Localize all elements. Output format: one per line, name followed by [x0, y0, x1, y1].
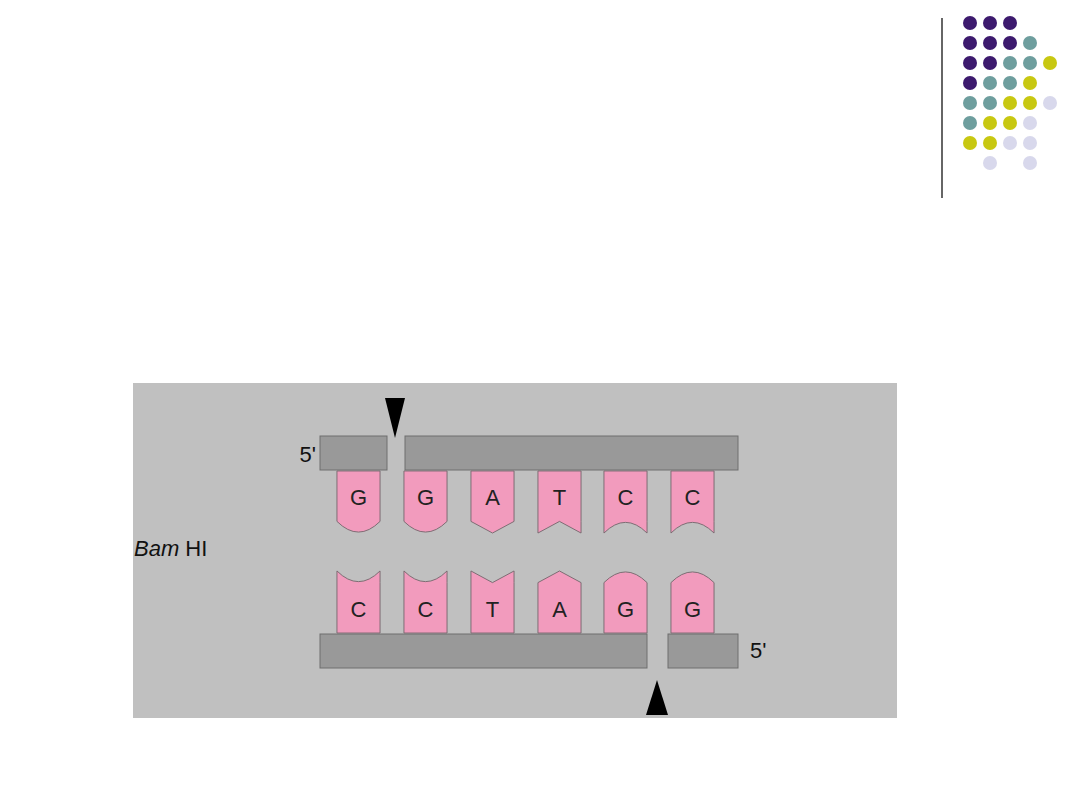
dot — [1023, 36, 1037, 50]
base-letter: A — [537, 599, 582, 621]
dot — [1003, 76, 1017, 90]
base-tile: G — [670, 570, 715, 634]
base-letter: C — [336, 599, 381, 621]
base-tile: C — [336, 570, 381, 634]
base-letter: T — [470, 599, 515, 621]
dot — [1003, 136, 1017, 150]
base-tile: G — [336, 470, 381, 534]
dot — [1043, 96, 1057, 110]
backbone — [320, 436, 387, 470]
dot — [1003, 16, 1017, 30]
base-letter: A — [470, 487, 515, 509]
dot — [983, 56, 997, 70]
dot-grid — [963, 16, 1057, 170]
dot — [983, 96, 997, 110]
dot — [1023, 96, 1037, 110]
base-letter: C — [603, 487, 648, 509]
base-tile: C — [670, 470, 715, 534]
dot — [1023, 156, 1037, 170]
dot — [983, 136, 997, 150]
base-letter: C — [670, 487, 715, 509]
backbone — [320, 634, 647, 668]
dot — [983, 76, 997, 90]
panel — [133, 383, 897, 718]
dot — [1003, 56, 1017, 70]
base-letter: G — [670, 599, 715, 621]
strand-end-label: 5' — [750, 640, 766, 662]
dot — [963, 36, 977, 50]
dot — [963, 116, 977, 130]
base-tile: G — [403, 470, 448, 534]
dot — [963, 16, 977, 30]
dot — [983, 116, 997, 130]
dot — [1023, 76, 1037, 90]
dot — [1003, 36, 1017, 50]
divider-line — [941, 18, 943, 198]
dot — [983, 16, 997, 30]
base-tile: T — [470, 570, 515, 634]
enzyme-name: HI — [185, 538, 207, 560]
base-tile: A — [537, 570, 582, 634]
dot — [1023, 56, 1037, 70]
backbone — [405, 436, 738, 470]
dot — [1003, 116, 1017, 130]
base-tile: T — [537, 470, 582, 534]
base-tile: A — [470, 470, 515, 534]
dot — [1023, 136, 1037, 150]
base-tile: C — [403, 570, 448, 634]
cut-arrow — [385, 398, 405, 438]
enzyme-name: Bam — [134, 538, 179, 560]
cut-arrow — [646, 680, 668, 715]
dot — [963, 56, 977, 70]
dot — [1023, 116, 1037, 130]
dot — [963, 76, 977, 90]
dot — [1043, 56, 1057, 70]
base-letter: G — [603, 599, 648, 621]
base-letter: C — [403, 599, 448, 621]
base-tile: C — [603, 470, 648, 534]
base-letter: G — [403, 487, 448, 509]
dot — [1003, 96, 1017, 110]
base-letter: G — [336, 487, 381, 509]
base-letter: T — [537, 487, 582, 509]
dot — [963, 96, 977, 110]
dot — [963, 136, 977, 150]
backbone — [668, 634, 738, 668]
base-tile: G — [603, 570, 648, 634]
dot — [983, 156, 997, 170]
strand-end-label: 5' — [300, 444, 316, 466]
dot — [983, 36, 997, 50]
